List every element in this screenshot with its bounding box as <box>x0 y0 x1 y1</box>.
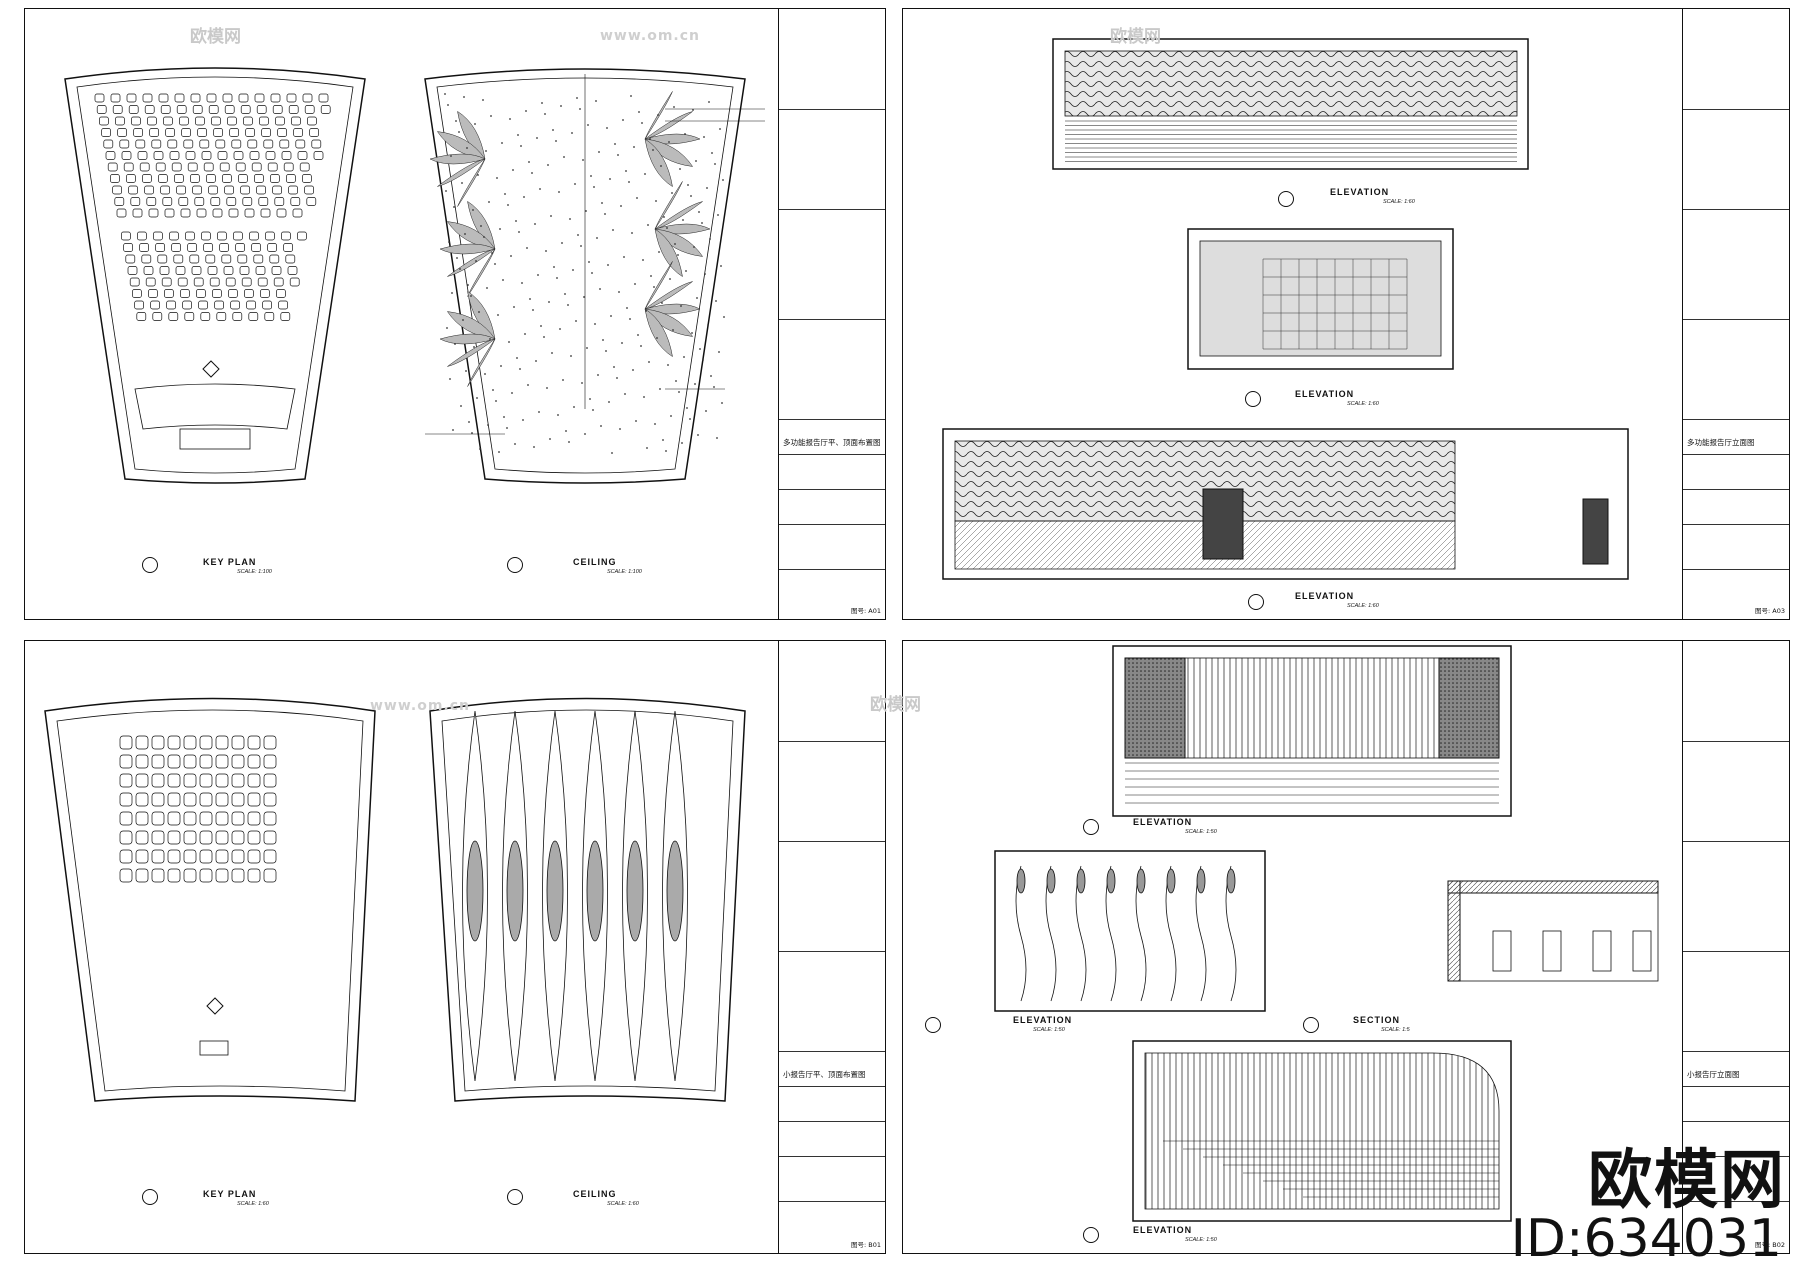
watermark-logo: 欧模网 <box>1588 1144 1786 1218</box>
drawing-title: CEILING <box>573 557 617 567</box>
drawing-scale: SCALE: 1:60 <box>237 1201 269 1207</box>
drawing-number: 图号: A03 <box>1755 607 1785 615</box>
drawing-scale: SCALE: 1:60 <box>1383 199 1415 205</box>
drawing-number-circle <box>1245 391 1261 407</box>
drawing-title: CEILING <box>573 1189 617 1199</box>
drawing-number-circle <box>1248 594 1264 610</box>
elevation-drawing <box>994 645 1659 1222</box>
seat-rows <box>94 93 331 321</box>
drawing-number-circle <box>507 557 523 573</box>
sheet-bottom-left: KEY PLAN SCALE: 1:60 CEILING SCALE: 1:60… <box>24 640 886 1254</box>
project-name: 多功能报告厅立面图 <box>1687 438 1755 447</box>
project-name: 多功能报告厅平、顶面布置图 <box>783 438 881 447</box>
drawing-number: 图号: B02 <box>1755 1241 1785 1249</box>
drawing-scale: SCALE: 1:60 <box>607 1201 639 1207</box>
drawing-scale: SCALE: 1:60 <box>1347 401 1379 407</box>
drawing-number: 图号: B01 <box>851 1241 881 1249</box>
drawing-number-circle <box>925 1017 941 1033</box>
sheet-top-left: KEY PLAN SCALE: 1:100 CEILING SCALE: 1:1… <box>24 8 886 620</box>
drawing-number-circle <box>1083 819 1099 835</box>
title-block: 多功能报告厅平、顶面布置图 图号: A01 <box>778 9 885 619</box>
plan-ceiling-drawing <box>44 697 746 1102</box>
title-block: 小报告厅立面图 图号: B02 <box>1682 641 1789 1253</box>
watermark-url: www.om.cn <box>600 28 701 44</box>
drawing-number-circle <box>507 1189 523 1205</box>
drawing-number-circle <box>142 1189 158 1205</box>
drawing-title: ELEVATION <box>1330 187 1390 197</box>
drawing-scale: SCALE: 1:50 <box>1033 1027 1065 1033</box>
drawing-scale: SCALE: 1:50 <box>1185 829 1217 835</box>
sheet-bottom-right: ELEVATION SCALE: 1:50 ELEVATION SCALE: 1… <box>902 640 1790 1254</box>
drawing-title: ELEVATION <box>1295 389 1355 399</box>
drawing-title: KEY PLAN <box>203 557 257 567</box>
drawing-scale: SCALE: 1:50 <box>1185 1237 1217 1243</box>
drawing-title: KEY PLAN <box>203 1189 257 1199</box>
drawing-title: ELEVATION <box>1133 817 1193 827</box>
sheet-top-right: ELEVATION SCALE: 1:60 ELEVATION SCALE: 1… <box>902 8 1790 620</box>
drawing-scale: SCALE: 1:60 <box>1347 603 1379 609</box>
plan-ceiling-drawing <box>64 67 765 484</box>
watermark-brand: 欧模网 <box>1110 27 1161 47</box>
drawing-title: ELEVATION <box>1295 591 1355 601</box>
elevation-drawing <box>942 38 1629 580</box>
drawing-number-circle <box>1278 191 1294 207</box>
drawing-scale: SCALE: 1:100 <box>607 569 642 575</box>
title-block: 多功能报告厅立面图 图号: A03 <box>1682 9 1789 619</box>
drawing-title: SECTION <box>1353 1015 1401 1025</box>
watermark-brand: 欧模网 <box>870 695 921 715</box>
project-name: 小报告厅平、顶面布置图 <box>783 1070 866 1079</box>
drawing-scale: SCALE: 1:100 <box>237 569 272 575</box>
drawing-title: ELEVATION <box>1013 1015 1073 1025</box>
drawing-number-circle <box>1303 1017 1319 1033</box>
watermark-brand: 欧模网 <box>190 27 241 47</box>
project-name: 小报告厅立面图 <box>1687 1070 1740 1079</box>
watermark-url: www.om.cn <box>370 698 471 714</box>
drawing-scale: SCALE: 1:5 <box>1381 1027 1410 1033</box>
watermark-id: ID:634031 <box>1510 1209 1782 1269</box>
drawing-number-circle <box>142 557 158 573</box>
drawing-number: 图号: A01 <box>851 607 881 615</box>
drawing-title: ELEVATION <box>1133 1225 1193 1235</box>
drawing-number-circle <box>1083 1227 1099 1243</box>
title-block: 小报告厅平、顶面布置图 图号: B01 <box>778 641 885 1253</box>
